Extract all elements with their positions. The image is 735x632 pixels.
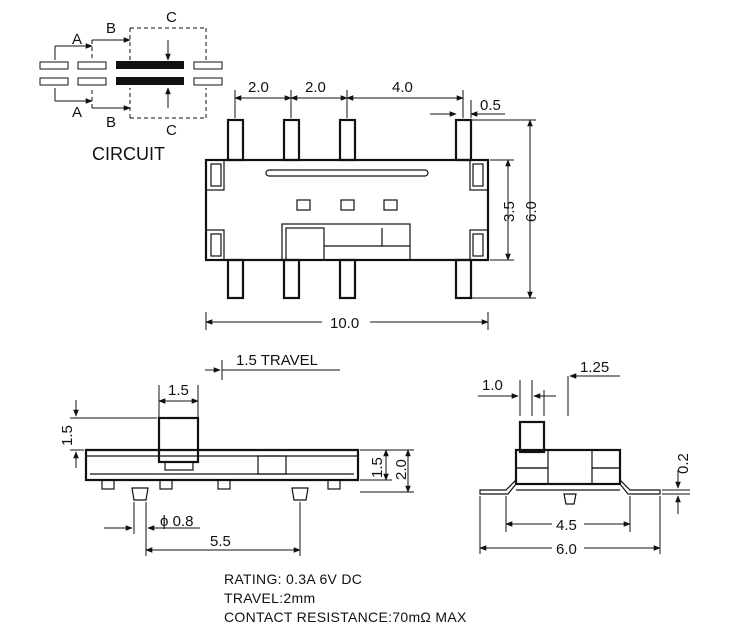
dim-knob-width: 1.5 [168,382,189,399]
dim-post-diameter: ϕ 0.8 [160,513,193,530]
top-view: 2.0 2.0 4.0 0.5 3.5 6.0 10.0 [204,79,540,332]
circuit-contact [193,77,223,86]
actuator [281,223,411,261]
spec-block: RATING: 0.3A 6V DC TRAVEL:2mm CONTACT RE… [224,571,467,625]
dim-side-inner: 4.5 [556,517,577,534]
spec-rating: RATING: 0.3A 6V DC [224,571,362,587]
dim-total-height: 6.0 [523,201,540,222]
side-knob [518,420,546,454]
circuit-slider-bar [116,61,184,69]
front-view: 1.5 TRAVEL 1.5 1.5 1.5 2.0 [59,352,414,556]
spec-travel: TRAVEL:2mm [224,590,315,606]
dim-side-outer: 6.0 [556,541,577,558]
circuit-contact [77,61,107,70]
dim-body-h2: 2.0 [393,459,410,480]
circuit-label-b-top: B [106,20,116,37]
circuit-slider-bar [116,77,184,85]
circuit-diagram: A B C A B C CIRCUIT [39,9,223,164]
circuit-label-c-bottom: C [166,122,177,139]
slider-slot [265,169,429,177]
dim-pitch-1: 2.0 [248,79,269,96]
circuit-contact [39,61,69,70]
dim-body-h1: 1.5 [369,457,386,478]
side-body [514,448,622,486]
dim-knob-height: 1.5 [59,425,76,446]
circuit-contact [39,77,69,86]
dim-pitch-2: 2.0 [305,79,326,96]
dim-side-offset: 1.25 [580,359,609,376]
dim-pin-width: 0.5 [480,97,501,114]
side-view: 1.0 1.25 0.2 4.5 6.0 [478,359,692,558]
circuit-label-a-bottom: A [72,104,82,121]
dim-pitch-3: 4.0 [392,79,413,96]
circuit-label-b-bottom: B [106,114,116,131]
dim-post-spacing: 5.5 [210,533,231,550]
dim-body-height: 3.5 [501,201,518,222]
dim-side-lead: 0.2 [675,453,692,474]
dim-side-knob: 1.0 [482,377,503,394]
dim-travel: 1.5 TRAVEL [236,352,318,369]
dim-length: 10.0 [330,315,359,332]
circuit-label-a-top: A [72,31,82,48]
circuit-contact [77,77,107,86]
circuit-label-c-top: C [166,9,177,26]
circuit-title: CIRCUIT [92,144,165,164]
circuit-contact [193,61,223,70]
front-body [84,448,360,482]
spec-contact-resistance: CONTACT RESISTANCE:70mΩ MAX [224,609,467,625]
